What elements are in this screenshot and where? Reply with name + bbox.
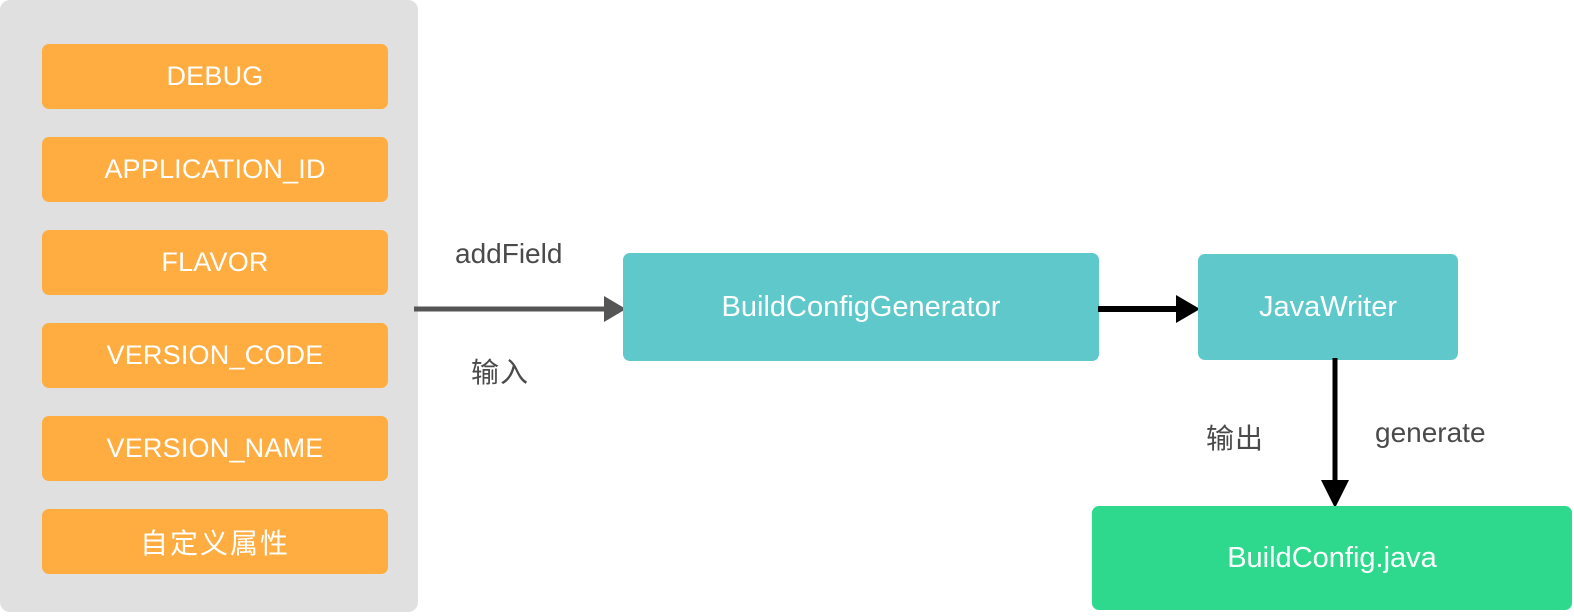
arrow-writer-to-file [1321,358,1349,508]
edge-label-add-field: addField [455,238,563,269]
field-chip-custom-property[interactable]: 自定义属性 [42,509,388,574]
node-buildconfiggenerator[interactable]: BuildConfigGenerator [623,253,1099,361]
buildconfig-fields-panel: DEBUG APPLICATION_ID FLAVOR VERSION_CODE… [0,0,418,612]
field-chip-application-id[interactable]: APPLICATION_ID [42,137,388,202]
field-chip-flavor[interactable]: FLAVOR [42,230,388,295]
edge-label-generate: generate [1375,417,1486,448]
arrow-generator-to-writer [1098,295,1200,323]
arrow-fields-to-generator [414,296,626,322]
node-buildconfig-java[interactable]: BuildConfig.java [1092,506,1572,610]
node-javawriter[interactable]: JavaWriter [1198,254,1458,360]
field-chip-version-name[interactable]: VERSION_NAME [42,416,388,481]
edge-label-input: 输入 [471,357,530,388]
field-chip-version-code[interactable]: VERSION_CODE [42,323,388,388]
field-chip-debug[interactable]: DEBUG [42,44,388,109]
edge-label-output: 输出 [1206,423,1265,454]
